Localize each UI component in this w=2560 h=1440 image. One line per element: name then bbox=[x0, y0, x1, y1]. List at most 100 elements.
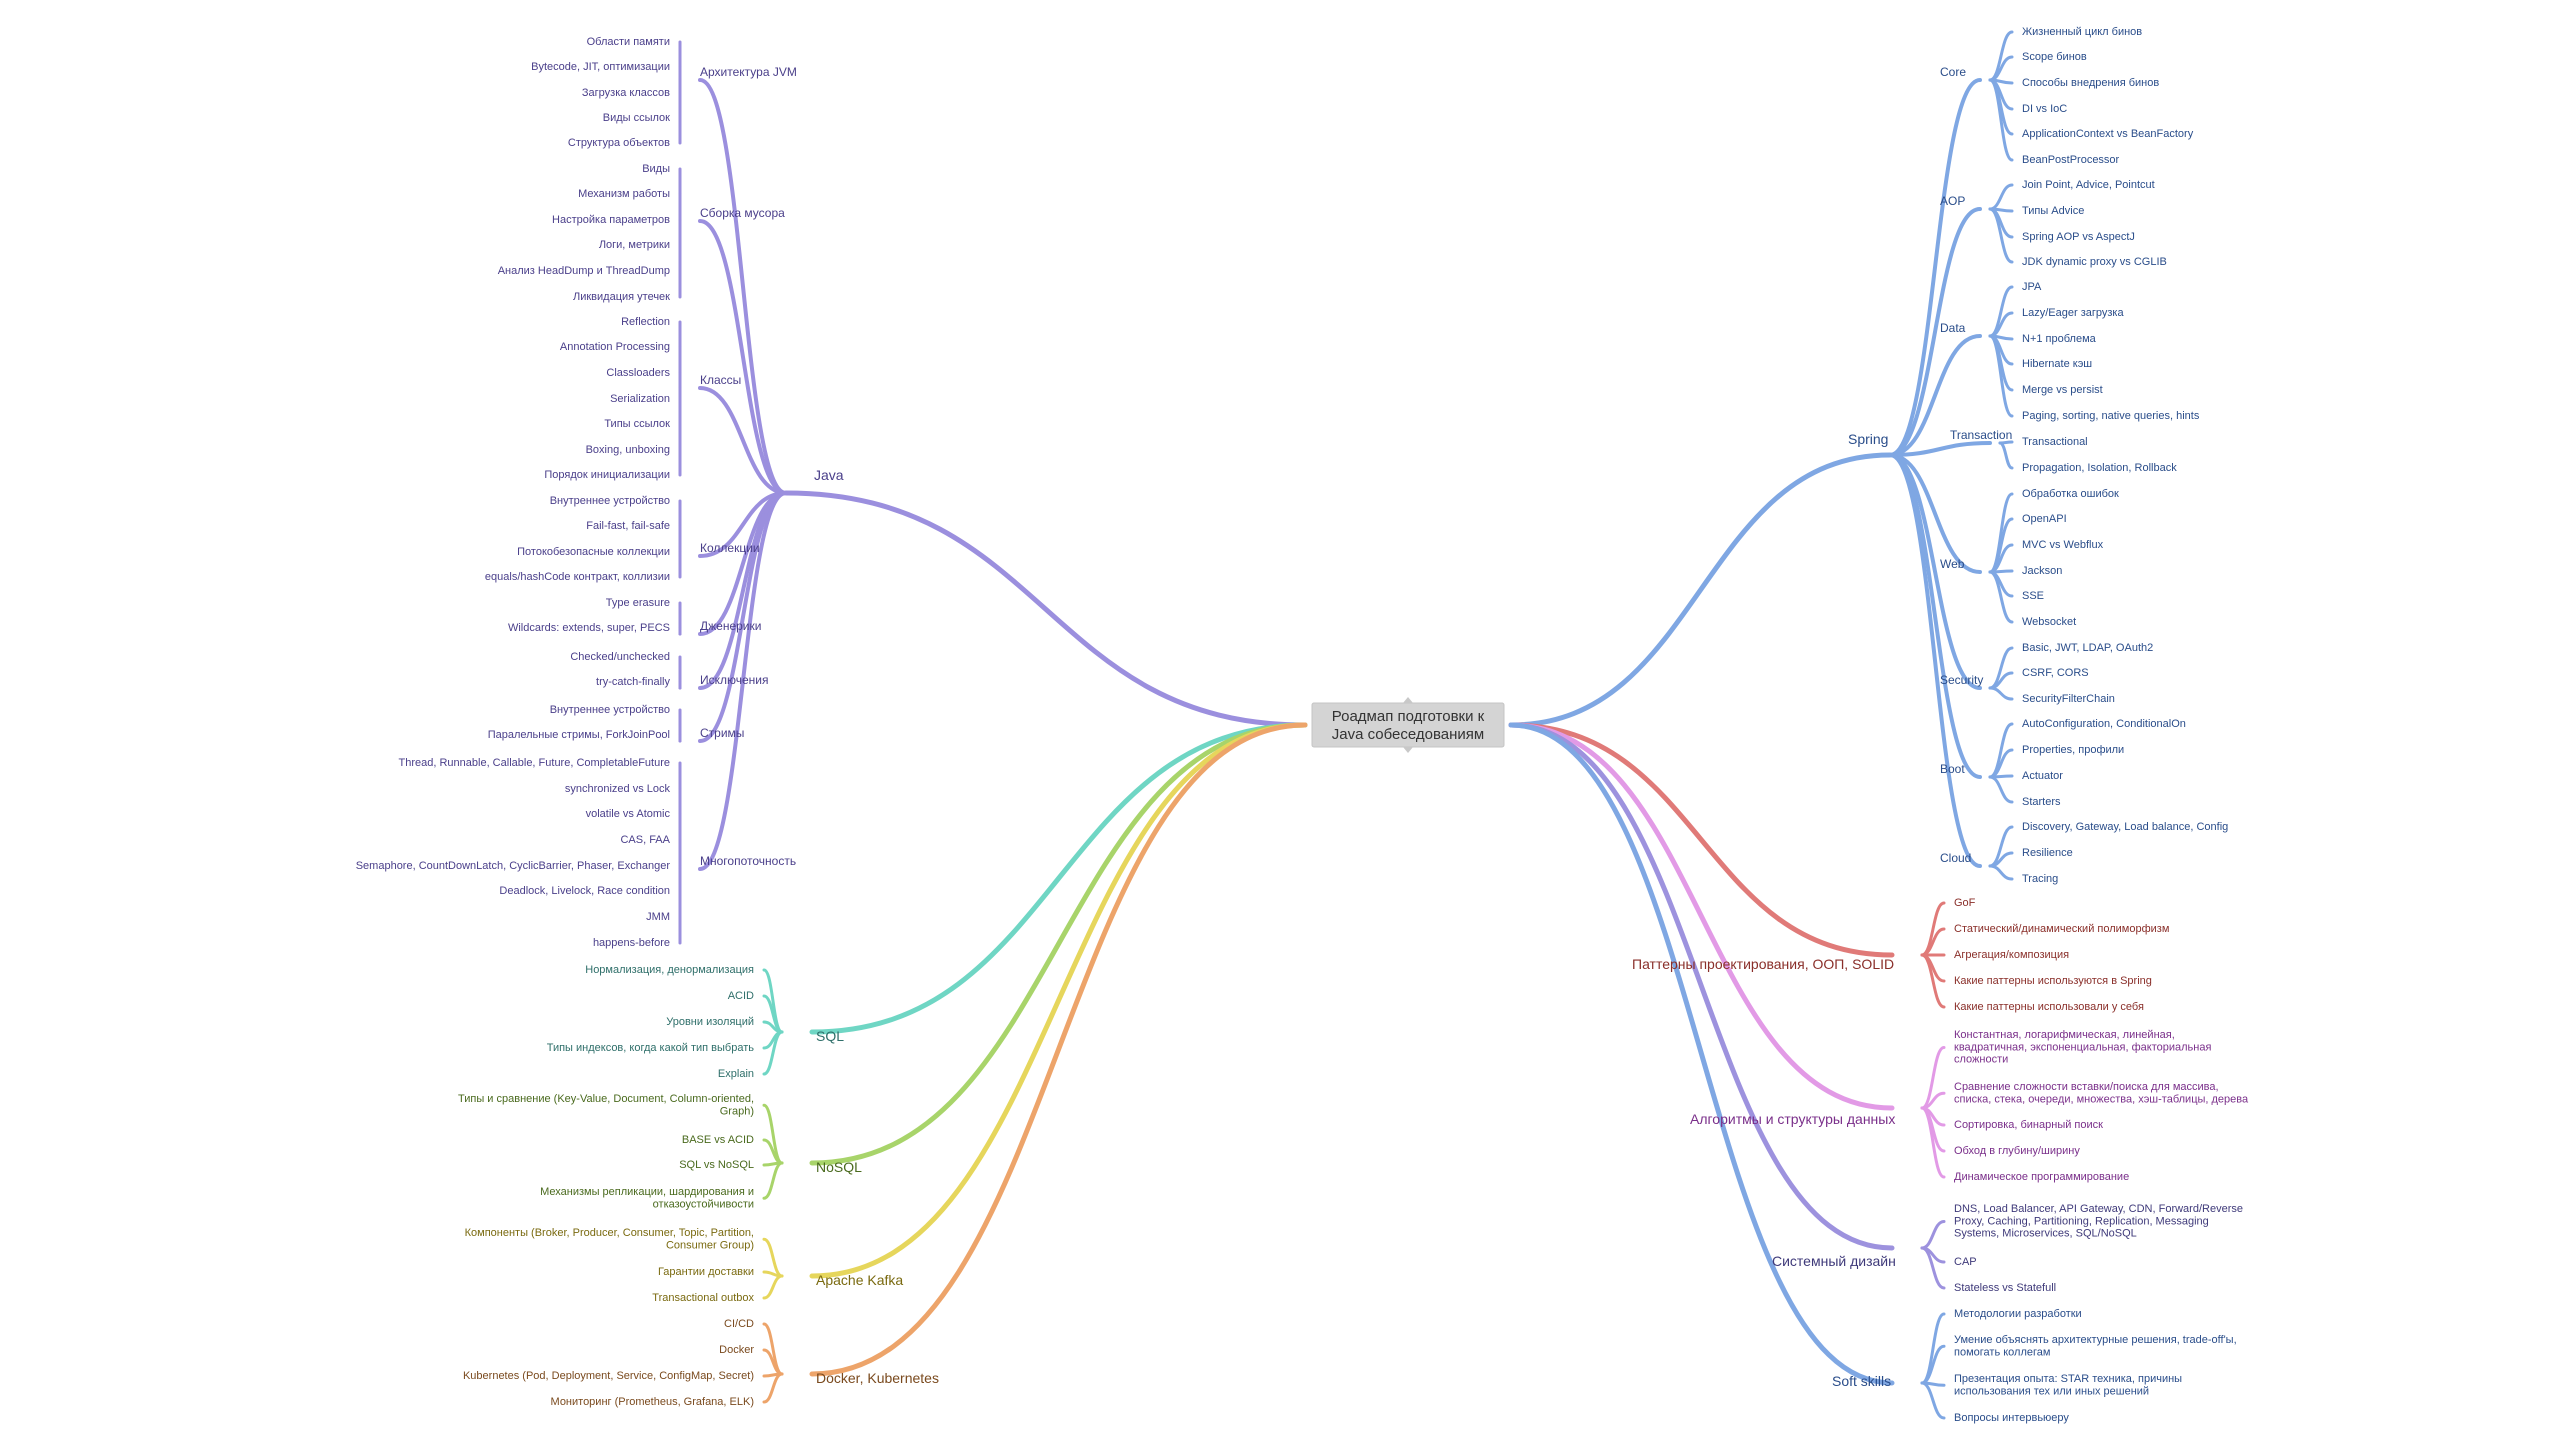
leaf-item[interactable]: OpenAPI bbox=[2022, 513, 2067, 525]
leaf-item[interactable]: Transactional bbox=[2022, 436, 2088, 448]
group-topic[interactable]: Boot bbox=[1940, 762, 1965, 776]
group-topic[interactable]: AOP bbox=[1940, 194, 1965, 208]
group-topic[interactable]: Классы bbox=[700, 373, 741, 387]
group-topic[interactable]: Security bbox=[1940, 673, 1983, 687]
leaf-item[interactable]: SSE bbox=[2022, 590, 2044, 602]
leaf-item[interactable]: Websocket bbox=[2022, 616, 2076, 628]
leaf-item[interactable]: Типы и сравнение (Key-Value, Document, C… bbox=[458, 1093, 754, 1117]
leaf-item[interactable]: Join Point, Advice, Pointcut bbox=[2022, 179, 2155, 191]
leaf-item[interactable]: Annotation Processing bbox=[560, 341, 670, 353]
leaf-item[interactable]: Spring AOP vs AspectJ bbox=[2022, 231, 2135, 243]
leaf-item[interactable]: Basic, JWT, LDAP, OAuth2 bbox=[2022, 642, 2153, 654]
leaf-item[interactable]: CAP bbox=[1954, 1256, 1977, 1268]
leaf-item[interactable]: GoF bbox=[1954, 897, 1976, 909]
group-topic[interactable]: Коллекции bbox=[700, 541, 760, 555]
leaf-item[interactable]: try-catch-finally bbox=[596, 676, 670, 688]
leaf-item[interactable]: Deadlock, Livelock, Race condition bbox=[499, 885, 670, 897]
leaf-item[interactable]: Stateless vs Statefull bbox=[1954, 1282, 2056, 1294]
leaf-item[interactable]: Discovery, Gateway, Load balance, Config bbox=[2022, 821, 2228, 833]
leaf-item[interactable]: Структура объектов bbox=[568, 137, 670, 149]
leaf-item[interactable]: Статический/динамический полиморфизм bbox=[1954, 923, 2169, 935]
leaf-item[interactable]: Какие паттерны используются в Spring bbox=[1954, 975, 2152, 987]
leaf-item[interactable]: Ликвидация утечек bbox=[573, 291, 670, 303]
leaf-item[interactable]: Константная, логарифмическая, линейная,к… bbox=[1954, 1029, 2211, 1066]
leaf-item[interactable]: CAS, FAA bbox=[620, 834, 670, 846]
leaf-item[interactable]: Виды ссылок bbox=[603, 112, 670, 124]
leaf-item[interactable]: JMM bbox=[646, 911, 670, 923]
leaf-item[interactable]: Properties, профили bbox=[2022, 744, 2124, 756]
central-topic[interactable]: Роадмап подготовки к Java собеседованиям bbox=[1311, 697, 1505, 753]
leaf-item[interactable]: Сравнение сложности вставки/поиска для м… bbox=[1954, 1081, 2249, 1105]
leaf-item[interactable]: SQL vs NoSQL bbox=[679, 1159, 754, 1171]
leaf-item[interactable]: Типы индексов, когда какой тип выбрать bbox=[547, 1042, 755, 1054]
leaf-item[interactable]: Виды bbox=[642, 163, 670, 175]
leaf-item[interactable]: Внутреннее устройство bbox=[550, 495, 670, 507]
leaf-item[interactable]: Умение объяснять архитектурные решения, … bbox=[1954, 1334, 2237, 1358]
leaf-item[interactable]: Гарантии доставки bbox=[658, 1266, 754, 1278]
leaf-item[interactable]: Paging, sorting, native queries, hints bbox=[2022, 410, 2200, 422]
group-topic[interactable]: Transaction bbox=[1950, 428, 2012, 442]
branch-topic[interactable]: NoSQL bbox=[816, 1159, 862, 1175]
leaf-item[interactable]: Логи, метрики bbox=[599, 239, 670, 251]
leaf-item[interactable]: Docker bbox=[719, 1344, 754, 1356]
leaf-item[interactable]: volatile vs Atomic bbox=[586, 808, 671, 820]
leaf-item[interactable]: Типы ссылок bbox=[604, 418, 670, 430]
group-topic[interactable]: Core bbox=[1940, 65, 1966, 79]
branch-spring[interactable]: Spring bbox=[1848, 431, 1888, 447]
leaf-item[interactable]: Презентация опыта: STAR техника, причины… bbox=[1954, 1373, 2182, 1397]
leaf-item[interactable]: Thread, Runnable, Callable, Future, Comp… bbox=[399, 757, 670, 769]
leaf-item[interactable]: Вопросы интервьюеру bbox=[1954, 1412, 2069, 1424]
branch-topic[interactable]: SQL bbox=[816, 1028, 844, 1044]
branch-topic[interactable]: Алгоритмы и структуры данных bbox=[1690, 1111, 1895, 1127]
leaf-item[interactable]: Обработка ошибок bbox=[2022, 488, 2119, 500]
leaf-item[interactable]: Classloaders bbox=[606, 367, 670, 379]
leaf-item[interactable]: Wildcards: extends, super, PECS bbox=[508, 622, 670, 634]
leaf-item[interactable]: synchronized vs Lock bbox=[565, 783, 671, 795]
leaf-item[interactable]: Kubernetes (Pod, Deployment, Service, Co… bbox=[463, 1370, 754, 1382]
branch-topic[interactable]: Docker, Kubernetes bbox=[816, 1370, 939, 1386]
leaf-item[interactable]: Динамическое программирование bbox=[1954, 1171, 2129, 1183]
leaf-item[interactable]: Внутреннее устройство bbox=[550, 704, 670, 716]
leaf-item[interactable]: Propagation, Isolation, Rollback bbox=[2022, 462, 2177, 474]
leaf-item[interactable]: MVC vs Webflux bbox=[2022, 539, 2104, 551]
leaf-item[interactable]: Hibernate кэш bbox=[2022, 358, 2092, 370]
group-topic[interactable]: Многопоточность bbox=[700, 854, 796, 868]
leaf-item[interactable]: Boxing, unboxing bbox=[586, 444, 670, 456]
leaf-item[interactable]: Методологии разработки bbox=[1954, 1308, 2082, 1320]
leaf-item[interactable]: Загрузка классов bbox=[582, 87, 670, 99]
leaf-item[interactable]: Scope бинов bbox=[2022, 51, 2087, 63]
leaf-item[interactable]: Типы Advice bbox=[2022, 205, 2084, 217]
leaf-item[interactable]: Jackson bbox=[2022, 565, 2062, 577]
leaf-item[interactable]: Нормализация, денормализация bbox=[585, 964, 754, 976]
branch-topic[interactable]: Soft skills bbox=[1832, 1373, 1891, 1389]
leaf-item[interactable]: CI/CD bbox=[724, 1318, 754, 1330]
leaf-item[interactable]: Reflection bbox=[621, 316, 670, 328]
leaf-item[interactable]: N+1 проблема bbox=[2022, 333, 2097, 345]
leaf-item[interactable]: SecurityFilterChain bbox=[2022, 693, 2115, 705]
leaf-item[interactable]: Tracing bbox=[2022, 873, 2058, 885]
leaf-item[interactable]: Merge vs persist bbox=[2022, 384, 2103, 396]
leaf-item[interactable]: BeanPostProcessor bbox=[2022, 154, 2120, 166]
leaf-item[interactable]: Transactional outbox bbox=[652, 1292, 754, 1304]
leaf-item[interactable]: BASE vs ACID bbox=[682, 1134, 754, 1146]
branch-topic[interactable]: Apache Kafka bbox=[816, 1272, 903, 1288]
leaf-item[interactable]: Области памяти bbox=[587, 36, 670, 48]
leaf-item[interactable]: Bytecode, JIT, оптимизации bbox=[531, 61, 670, 73]
leaf-item[interactable]: Порядок инициализации bbox=[544, 469, 670, 481]
leaf-item[interactable]: Fail-fast, fail-safe bbox=[586, 520, 670, 532]
group-topic[interactable]: Стримы bbox=[700, 726, 744, 740]
leaf-item[interactable]: Semaphore, CountDownLatch, CyclicBarrier… bbox=[356, 860, 671, 872]
branch-topic[interactable]: Паттерны проектирования, ООП, SOLID bbox=[1632, 956, 1894, 972]
leaf-item[interactable]: Мониторинг (Prometheus, Grafana, ELK) bbox=[551, 1396, 754, 1408]
leaf-item[interactable]: Actuator bbox=[2022, 770, 2063, 782]
branch-topic[interactable]: Системный дизайн bbox=[1772, 1253, 1896, 1269]
group-topic[interactable]: Cloud bbox=[1940, 851, 1971, 865]
leaf-item[interactable]: Explain bbox=[718, 1068, 754, 1080]
leaf-item[interactable]: DI vs IoC bbox=[2022, 103, 2067, 115]
leaf-item[interactable]: Serialization bbox=[610, 393, 670, 405]
leaf-item[interactable]: JPA bbox=[2022, 281, 2042, 293]
leaf-item[interactable]: Компоненты (Broker, Producer, Consumer, … bbox=[465, 1227, 754, 1251]
group-topic[interactable]: Web bbox=[1940, 557, 1965, 571]
leaf-item[interactable]: ApplicationContext vs BeanFactory bbox=[2022, 128, 2194, 140]
leaf-item[interactable]: Агрегация/композиция bbox=[1954, 949, 2069, 961]
